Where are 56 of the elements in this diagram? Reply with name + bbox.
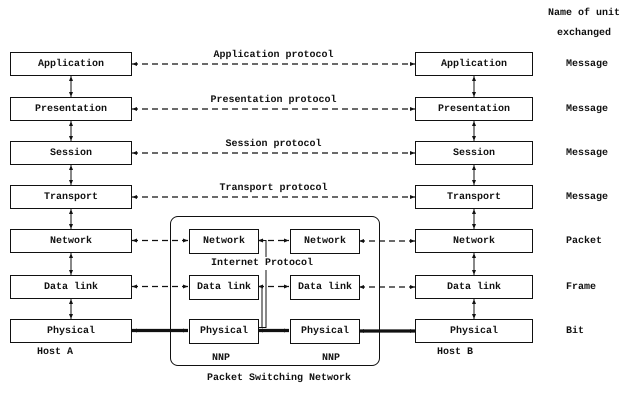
switch-layer-box: Data link: [189, 275, 259, 300]
dashed-arrow: [132, 107, 415, 111]
arrow: [69, 208, 73, 230]
dashed-arrow: [132, 195, 415, 199]
dashed-arrow: [258, 238, 289, 242]
dashed-arrow: [359, 239, 415, 243]
arrow: [258, 328, 289, 332]
dashed-arrow: [132, 62, 415, 66]
arrow: [69, 76, 73, 98]
unit-name: Message: [566, 103, 608, 116]
unit-name: Message: [566, 147, 608, 160]
switch-layer-box: Data link: [290, 275, 360, 300]
dashed-arrow: [132, 238, 188, 242]
layer-box: Transport: [415, 185, 533, 209]
arrow: [359, 329, 415, 333]
layer-box: Application: [10, 52, 132, 76]
layer-box: Session: [415, 141, 533, 165]
dashed-arrow: [258, 284, 289, 288]
arrow: [69, 120, 73, 142]
layer-box: Presentation: [10, 97, 132, 121]
dashed-arrow: [132, 151, 415, 155]
layer-box: Application: [415, 52, 533, 76]
layer-box: Transport: [10, 185, 132, 209]
layer-box: Data link: [415, 275, 533, 299]
edge-label: Application protocol: [211, 49, 336, 62]
arrow: [472, 252, 476, 276]
switch-layer-box: Network: [290, 229, 360, 254]
arrow: [472, 208, 476, 230]
layer-box: Physical: [415, 319, 533, 343]
layer-box: Physical: [10, 319, 132, 343]
network-label: Internet Protocol: [211, 257, 314, 270]
unit-name: Message: [566, 191, 608, 204]
arrow: [132, 328, 188, 332]
network-caption: Packet Switching Network: [207, 372, 352, 385]
arrow: [472, 120, 476, 142]
arrow: [69, 298, 73, 320]
layer-box: Session: [10, 141, 132, 165]
arrow: [69, 252, 73, 276]
layer-box: Network: [415, 229, 533, 253]
layer-box: Network: [10, 229, 132, 253]
arrow: [472, 76, 476, 98]
edge-label: Presentation protocol: [208, 94, 339, 107]
arrow: [472, 164, 476, 186]
switch-layer-box: Network: [189, 229, 259, 254]
arrow: [472, 298, 476, 320]
layer-box: Data link: [10, 275, 132, 299]
arrow: [69, 164, 73, 186]
edge-label: Transport protocol: [217, 182, 330, 195]
switch-layer-box: Physical: [290, 319, 360, 344]
dashed-arrow: [359, 285, 415, 289]
edge-label: Session protocol: [224, 138, 324, 151]
dashed-arrow: [132, 284, 188, 288]
switch-layer-box: Physical: [189, 319, 259, 344]
layer-box: Presentation: [415, 97, 533, 121]
unit-name: Message: [566, 58, 608, 71]
network-container: [170, 216, 380, 366]
